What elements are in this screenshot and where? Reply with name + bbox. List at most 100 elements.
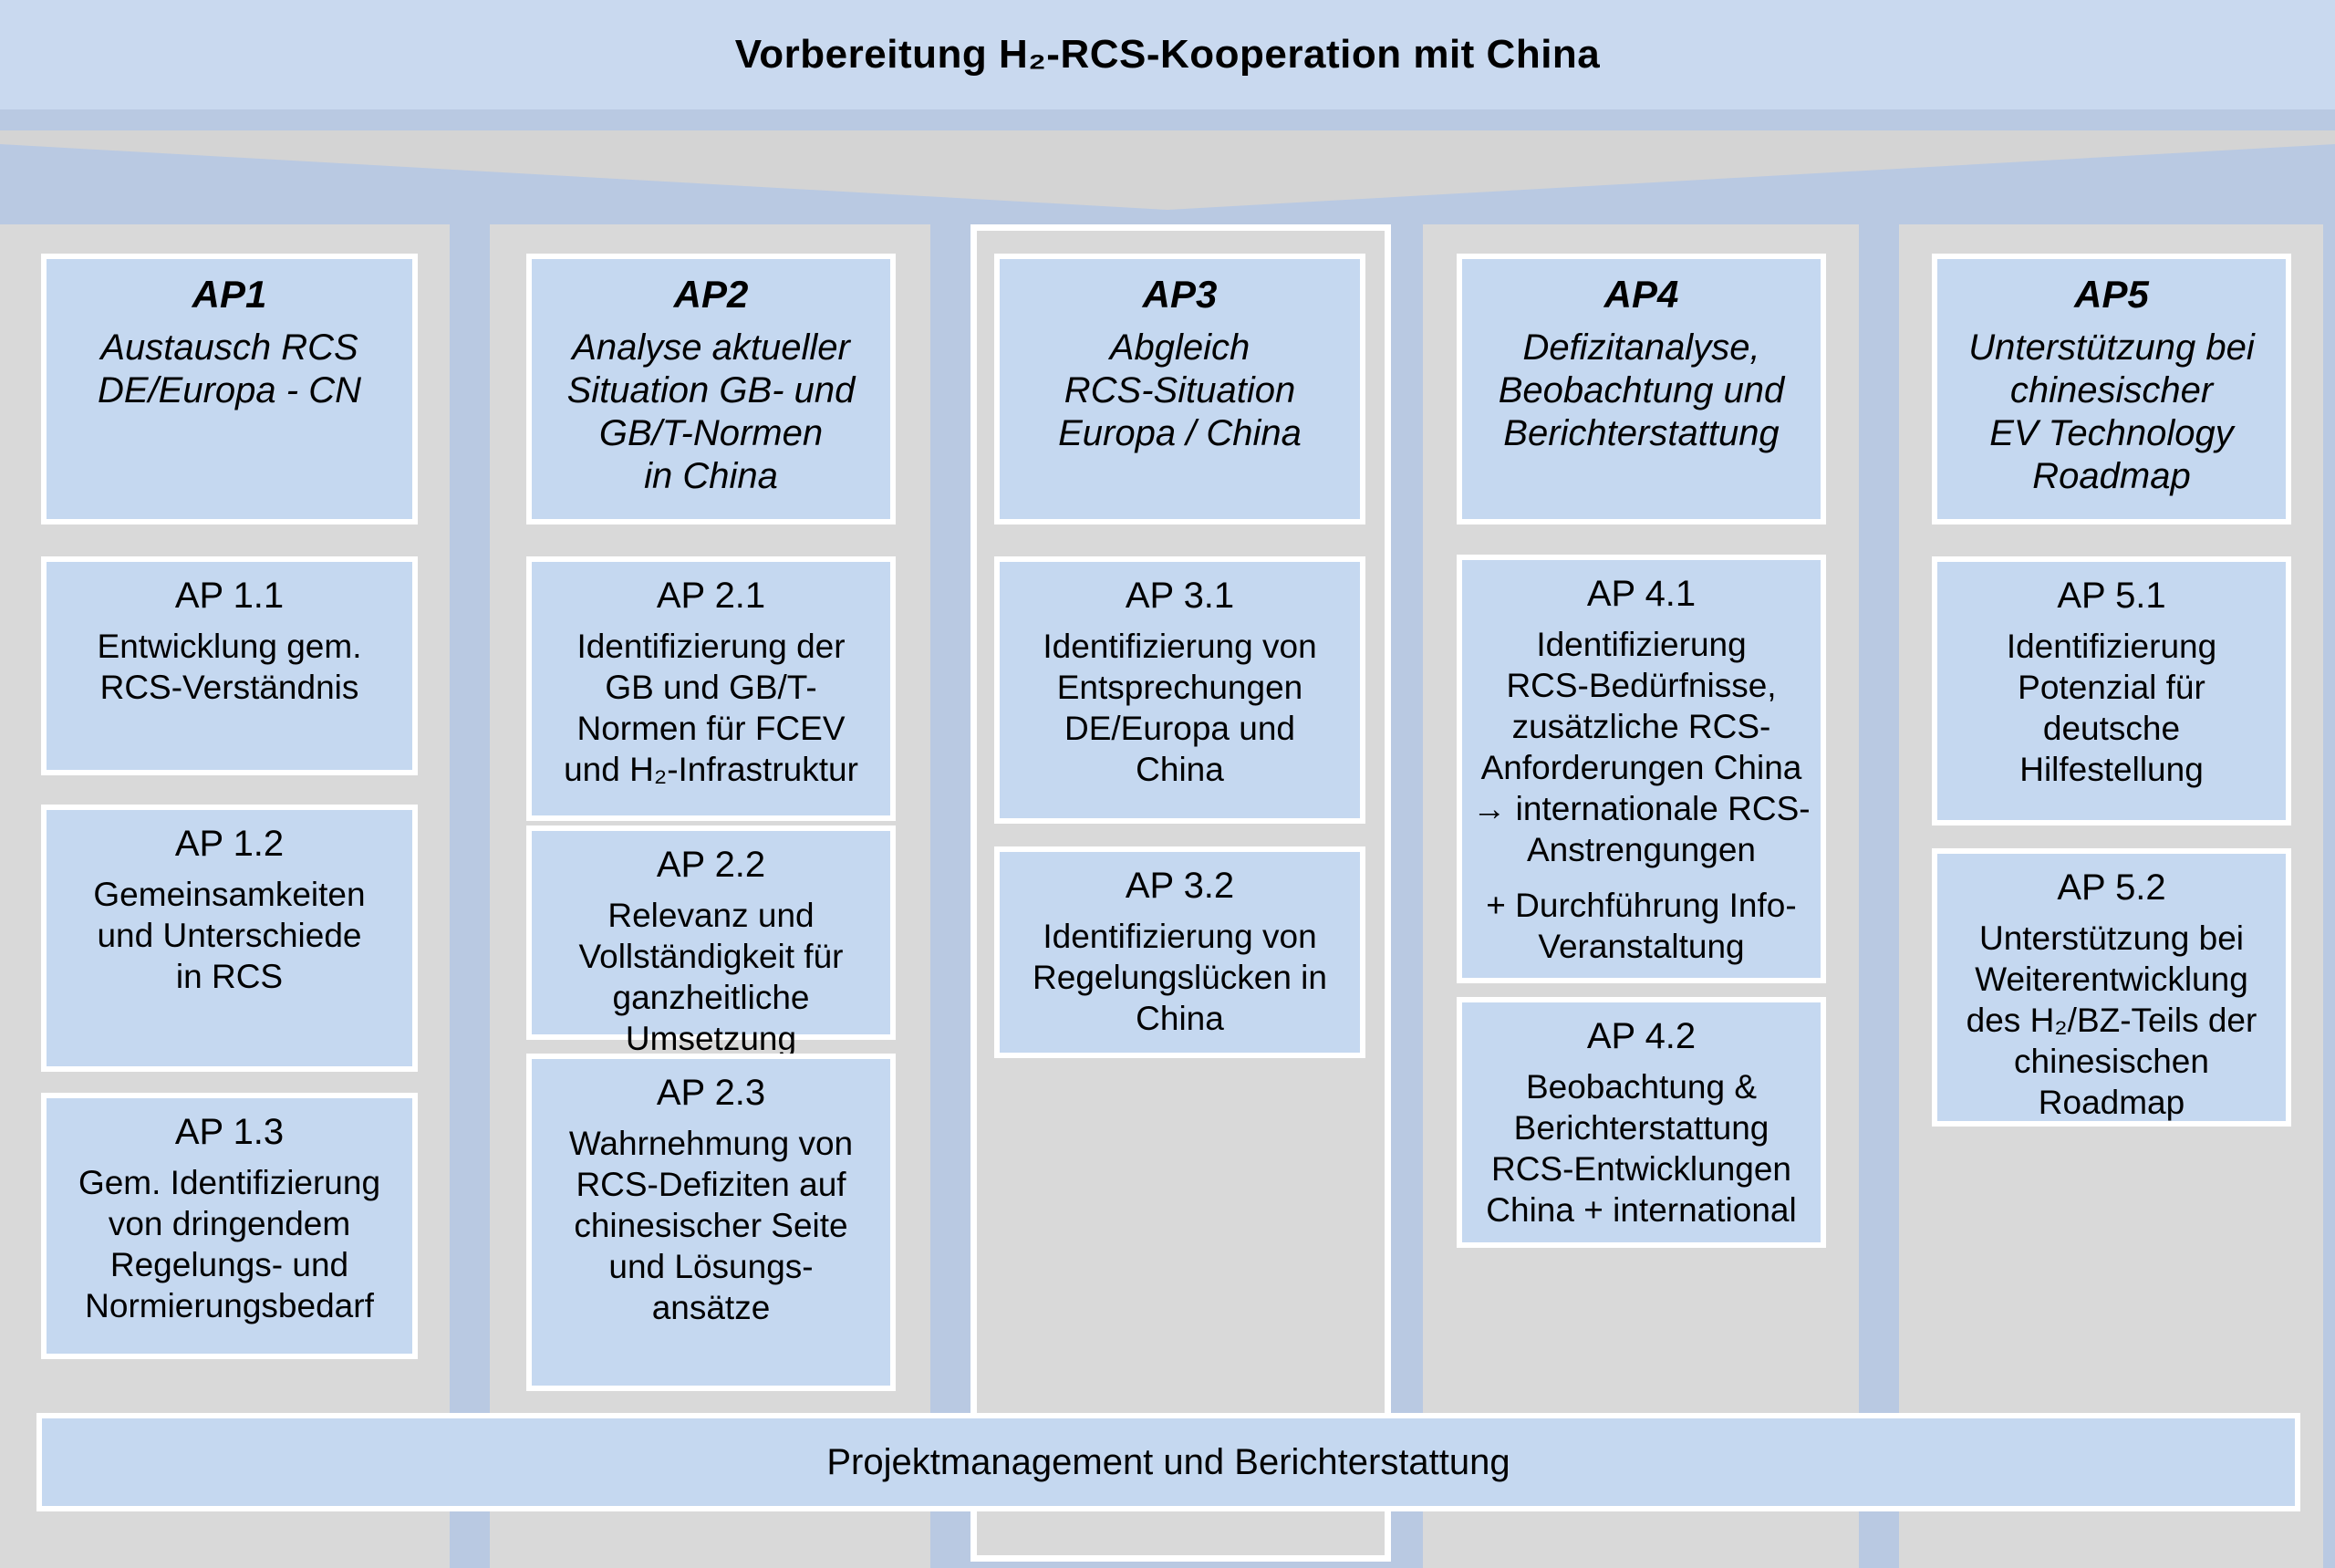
ap4-header-line: Berichterstattung [1503, 413, 1780, 453]
ap3-1-line: Entsprechungen [1056, 669, 1303, 706]
ap3-2-box: AP 3.2 Identifizierung von Regelungslück… [994, 846, 1365, 1058]
ap2-1-line: GB und GB/T- [605, 669, 817, 706]
ap4-2-line: RCS-Entwicklungen [1490, 1150, 1792, 1188]
ap5-2-title: AP 5.2 [2057, 867, 2166, 908]
footer-label: Projektmanagement und Berichterstattung [826, 1441, 1510, 1482]
ap5-2-line: Roadmap [2038, 1084, 2185, 1121]
ap3-2-line: Regelungslücken in [1033, 959, 1327, 996]
ap1-1-box: AP 1.1 Entwicklung gem. RCS-Verständnis [41, 556, 418, 775]
ap1-header-title: AP1 [192, 273, 267, 316]
ap5-1-line: Identifizierung [2006, 628, 2217, 665]
ap2-header-line: Situation GB- und [566, 370, 856, 410]
ap2-3-line: ansätze [651, 1289, 771, 1326]
ap5-2-line: Weiterentwicklung [1975, 961, 2248, 998]
ap2-3-line: RCS-Defiziten auf [576, 1166, 846, 1203]
ap1-3-title: AP 1.3 [174, 1112, 285, 1152]
ap1-2-line: in RCS [175, 958, 284, 995]
ap5-header-box: AP5 Unterstützung bei chinesischer EV Te… [1932, 254, 2291, 524]
ap2-1-line: Normen für FCEV [576, 710, 846, 747]
ap3-1-line: DE/Europa und [1064, 710, 1295, 747]
ap1-1-title: AP 1.1 [174, 576, 285, 616]
ap5-header-line: Unterstützung bei [1968, 327, 2255, 368]
funnel-shape [0, 130, 2335, 210]
ap5-1-title: AP 5.1 [2057, 576, 2166, 616]
ap5-header-line: Roadmap [2032, 456, 2191, 496]
ap1-3-line: Normierungsbedarf [85, 1287, 374, 1324]
ap2-1-line: und H₂-Infrastruktur [564, 751, 858, 788]
ap3-1-line: Identifizierung von [1043, 628, 1317, 665]
ap2-1-title: AP 2.1 [656, 576, 766, 616]
ap2-header-title: AP2 [673, 273, 749, 316]
ap4-1-line: Anforderungen China [1480, 749, 1802, 786]
ap3-2-line: China [1136, 1000, 1224, 1037]
ap2-2-line: Umsetzung [625, 1020, 797, 1057]
ap4-1-line: Veranstaltung [1538, 928, 1745, 965]
ap4-1-line: Anstrengungen [1527, 831, 1756, 868]
ap3-header-title: AP3 [1142, 273, 1218, 316]
ap2-2-title: AP 2.2 [656, 845, 766, 885]
ap3-1-box: AP 3.1 Identifizierung von Entsprechunge… [994, 556, 1365, 824]
ap1-header-line: DE/Europa - CN [98, 370, 361, 410]
ap2-header-line: GB/T-Normen [598, 413, 824, 453]
ap4-header-box: AP4 Defizitanalyse, Beobachtung und Beri… [1457, 254, 1826, 524]
ap1-3-box: AP 1.3 Gem. Identifizierung von dringend… [41, 1093, 418, 1359]
footer-bar: Projektmanagement und Berichterstattung [36, 1413, 2300, 1511]
ap2-1-box: AP 2.1 Identifizierung der GB und GB/T- … [526, 556, 896, 821]
ap2-3-title: AP 2.3 [656, 1073, 766, 1113]
ap2-header-box: AP2 Analyse aktueller Situation GB- und … [526, 254, 896, 524]
ap4-1-title: AP 4.1 [1586, 574, 1697, 614]
ap2-3-line: Wahrnehmung von [568, 1125, 854, 1162]
ap3-header-box: AP3 Abgleich RCS-Situation Europa / Chin… [994, 254, 1365, 524]
ap1-1-line: Entwicklung gem. [97, 628, 362, 665]
ap5-1-box: AP 5.1 Identifizierung Potenzial für deu… [1932, 556, 2291, 826]
ap1-2-title: AP 1.2 [174, 824, 285, 864]
ap4-header-title: AP4 [1603, 273, 1679, 316]
funnel-triangle-icon [0, 130, 2335, 210]
ap3-2-line: Identifizierung von [1043, 918, 1317, 955]
ap1-1-line: RCS-Verständnis [99, 669, 359, 706]
ap3-header-line: RCS-Situation [1064, 370, 1296, 410]
ap1-header-box: AP1 Austausch RCS DE/Europa - CN [41, 254, 418, 524]
ap2-2-line: Vollständigkeit für [578, 938, 844, 975]
ap4-2-line: Berichterstattung [1513, 1109, 1769, 1147]
ap5-1-line: Potenzial für [2018, 669, 2205, 706]
ap3-2-title: AP 3.2 [1125, 866, 1235, 906]
ap3-header-line: Abgleich [1109, 327, 1251, 368]
ap4-2-title: AP 4.2 [1586, 1016, 1697, 1056]
ap5-2-line: Unterstützung bei [1978, 919, 2244, 957]
page-title: Vorbereitung H₂-RCS-Kooperation mit Chin… [734, 32, 1601, 77]
ap1-3-line: Gem. Identifizierung [78, 1164, 381, 1201]
ap4-2-line: Beobachtung & [1525, 1068, 1758, 1106]
ap3-header-line: Europa / China [1058, 413, 1302, 453]
ap5-1-line: deutsche [2042, 710, 2181, 747]
ap1-3-line: Regelungs- und [109, 1246, 349, 1283]
ap5-2-line: des H₂/BZ-Teils der [1966, 1002, 2257, 1039]
ap4-1-line: zusätzliche RCS- [1511, 708, 1771, 745]
ap5-header-line: EV Technology [1989, 413, 2234, 453]
ap1-2-box: AP 1.2 Gemeinsamkeiten und Unterschiede … [41, 805, 418, 1072]
ap5-2-box: AP 5.2 Unterstützung bei Weiterentwicklu… [1932, 848, 2291, 1127]
ap1-2-line: und Unterschiede [97, 917, 362, 954]
ap2-header-line: Analyse aktueller [572, 327, 850, 368]
ap2-header-line: in China [644, 456, 778, 496]
ap1-3-line: von dringendem [108, 1205, 351, 1242]
ap4-1-line: + Durchführung Info- [1486, 887, 1797, 924]
ap2-3-line: chinesischer Seite [574, 1207, 848, 1244]
ap2-1-line: Identifizierung der [576, 628, 846, 665]
ap2-3-box: AP 2.3 Wahrnehmung von RCS-Defiziten auf… [526, 1054, 896, 1391]
ap2-2-box: AP 2.2 Relevanz und Vollständigkeit für … [526, 826, 896, 1057]
ap4-1-box: AP 4.1 Identifizierung RCS-Bedürfnisse, … [1457, 555, 1826, 983]
ap4-1-line: → internationale RCS- [1472, 790, 1811, 827]
ap2-2-line: Relevanz und [607, 897, 815, 934]
title-band: Vorbereitung H₂-RCS-Kooperation mit Chin… [0, 0, 2335, 109]
ap2-2-line: ganzheitliche [612, 979, 810, 1016]
ap5-header-title: AP5 [2074, 273, 2149, 316]
ap4-1-line: Identifizierung [1536, 626, 1747, 663]
ap1-header-line: Austausch RCS [100, 327, 358, 368]
ap3-1-line: China [1136, 751, 1224, 788]
ap5-header-line: chinesischer [2009, 370, 2214, 410]
ap4-header-line: Defizitanalyse, [1522, 327, 1760, 368]
ap1-2-line: Gemeinsamkeiten [93, 876, 366, 913]
ap4-2-box: AP 4.2 Beobachtung & Berichterstattung R… [1457, 997, 1826, 1248]
